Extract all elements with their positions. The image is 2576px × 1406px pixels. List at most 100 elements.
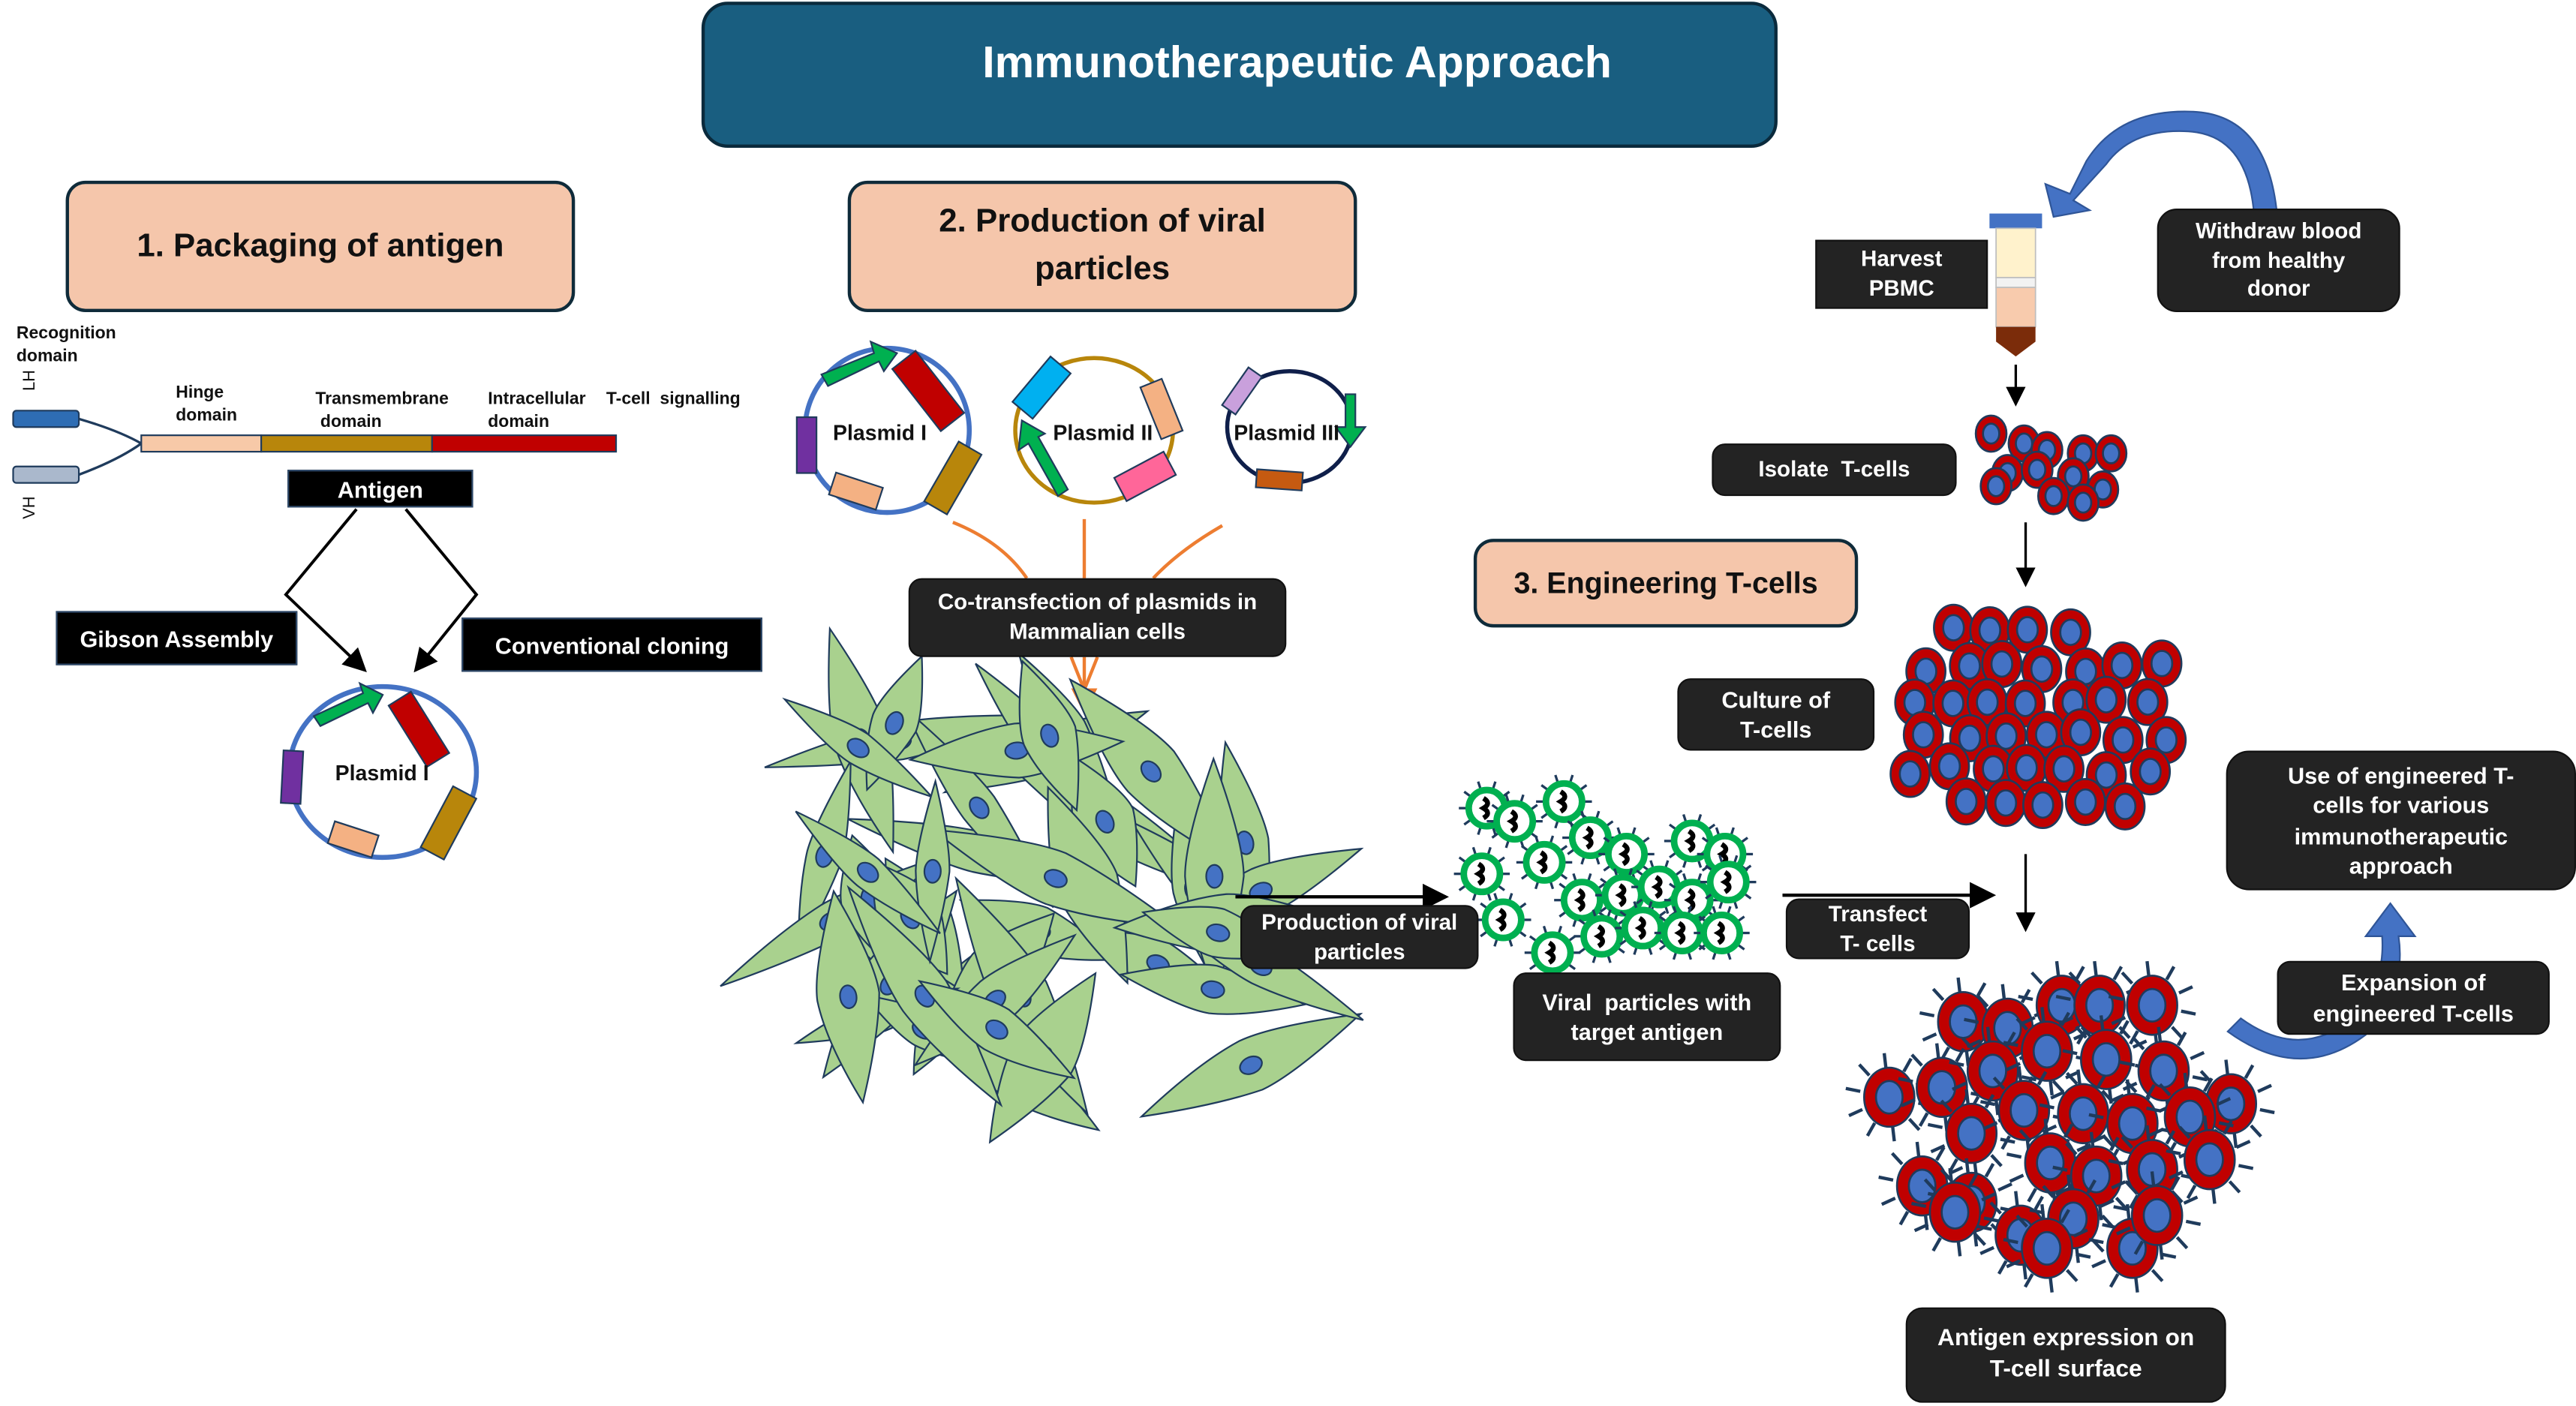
cotransfection-line1: Co-transfection of plasmids in — [937, 590, 1258, 615]
t-cell — [1902, 711, 1944, 759]
cotransfection-line2: Mammalian cells — [1009, 619, 1186, 644]
viral-particles-line1: Viral particles with — [1542, 988, 1752, 1015]
engineered-tcells-cluster — [1845, 960, 2275, 1293]
transfect-line1: Transfect — [1828, 901, 1928, 927]
hinge-domain-label: Hinge domain — [176, 381, 237, 428]
lh-label: LH — [21, 370, 40, 392]
plasmid-2-icon — [1011, 355, 1184, 505]
expansion-line2: engineered T-cells — [2313, 999, 2514, 1026]
antigen-construct — [12, 410, 618, 484]
intracellular-line2: domain — [488, 412, 550, 433]
page-title: Immunotherapeutic Approach — [701, 2, 1778, 149]
viral-particle — [1554, 873, 1610, 927]
step-1-label: 1. Packaging of antigen — [137, 227, 504, 264]
withdraw-line1: Withdraw blood — [2195, 218, 2362, 244]
viral-particle — [1536, 774, 1592, 829]
use-line1: Use of engineered T- — [2288, 762, 2514, 789]
isolated-tcells-cluster — [1974, 414, 2128, 522]
antigen-expression-line1: Antigen expression on — [1937, 1326, 2195, 1353]
intracellular-line1: Intracellular — [488, 389, 586, 410]
viral-particles-label: Viral particles with target antigen — [1513, 972, 1781, 1062]
t-cell — [2094, 434, 2128, 473]
recognition-domain-line1: Recognition — [16, 323, 116, 344]
plasmid-3-label: Plasmid III — [1234, 420, 1340, 446]
t-cell — [2036, 476, 2070, 515]
harvest-line1: Harvest — [1861, 247, 1943, 272]
plasmid-1-icon — [795, 340, 983, 516]
t-cell — [1985, 779, 2027, 828]
mammalian-cell — [1018, 659, 1080, 813]
t-cell — [1928, 742, 1970, 791]
mammalian-cell — [816, 889, 880, 1105]
vh-label: VH — [21, 496, 40, 519]
cotransfection-lines — [952, 518, 1224, 715]
recognition-domain-line2: domain — [16, 347, 78, 367]
linker-bottom — [78, 442, 143, 476]
t-cell — [2022, 781, 2064, 830]
use-engineered-tcells-label: Use of engineered T- cells for various i… — [2226, 750, 2576, 891]
t-cell — [2085, 675, 2127, 724]
antigen-expression-label: Antigen expression on T-cell surface — [1905, 1307, 2226, 1403]
use-line2: cells for various — [2313, 792, 2490, 819]
transfect-tcells-label: Transfect T- cells — [1785, 898, 1970, 960]
viral-particle — [1524, 925, 1581, 980]
intracellular-domain-label: Intracellular domain — [488, 388, 585, 434]
t-cell — [2021, 644, 2063, 693]
t-cell — [2003, 1203, 2091, 1293]
plasmid-1-label: Plasmid I — [833, 420, 927, 446]
plasmid-3-icon — [1221, 366, 1367, 491]
mammalian-cell — [1138, 1012, 1363, 1118]
viral-particle — [1453, 846, 1510, 901]
mammalian-cell — [1071, 756, 1138, 888]
recognition-domain-label: Recognition domain — [17, 322, 116, 368]
mammalian-cell — [795, 810, 941, 935]
t-cell — [2102, 716, 2144, 765]
t-cell — [2120, 1026, 2208, 1116]
withdraw-line2: from healthy — [2211, 247, 2346, 272]
t-cell — [1927, 1089, 2015, 1178]
t-cell — [2130, 747, 2172, 796]
production-viral-particles-label: Production of viral particles — [1240, 905, 1479, 969]
t-cell — [2064, 778, 2106, 826]
mammalian-cell — [782, 697, 935, 799]
harvest-pbmc-label: Harvest PBMC — [1815, 239, 1988, 309]
viral-particle — [1486, 794, 1543, 849]
vh-domain — [12, 465, 80, 484]
t-cell — [2067, 483, 2100, 522]
pbmc-tube-icon — [1989, 213, 2042, 357]
viral-particle — [1516, 835, 1573, 890]
cultured-tcells-cluster — [1889, 603, 2187, 831]
linker-top — [78, 417, 143, 445]
cotransfection-label: Co-transfection of plasmids in Mammalian… — [908, 578, 1287, 657]
plasmid-result-icon — [280, 681, 479, 861]
harvest-line2: PBMC — [1868, 275, 1934, 301]
mammalian-cells-cluster — [720, 626, 1364, 1144]
viral-particles-line2: target antigen — [1571, 1018, 1724, 1045]
transmembrane-domain — [260, 434, 433, 453]
intracellular-domain — [431, 434, 618, 453]
t-cell — [2113, 1171, 2202, 1260]
step-3-engineering-tcells: 3. Engineering T-cells — [1473, 539, 1859, 628]
t-cell — [1945, 777, 1987, 826]
hinge-line1: Hinge — [176, 383, 224, 403]
t-cell — [2104, 782, 2146, 831]
t-cell — [2043, 744, 2085, 793]
t-cell — [2088, 1079, 2177, 1168]
viral-particle — [1615, 901, 1671, 955]
cloning-arrows — [284, 508, 479, 673]
transfect-line2: T- cells — [1840, 930, 1916, 956]
step-2-label-line2: particles — [1035, 251, 1171, 288]
viral-particle — [1700, 855, 1757, 909]
production-line1: Production of viral — [1261, 909, 1458, 935]
step-1-packaging-antigen: 1. Packaging of antigen — [65, 180, 576, 312]
viral-particle — [1694, 906, 1750, 960]
step-2-production-viral-particles: 2. Production of viral particles — [847, 180, 1357, 312]
isolate-tcells-label: Isolate T-cells — [1712, 443, 1957, 497]
use-line3: immunotherapeutic — [2294, 822, 2508, 849]
gibson-assembly-badge: Gibson Assembly — [56, 611, 298, 665]
t-cell — [2127, 677, 2169, 726]
culture-line1: Culture of — [1721, 686, 1831, 713]
lh-domain — [12, 410, 80, 428]
culture-line2: T-cells — [1740, 716, 1812, 743]
